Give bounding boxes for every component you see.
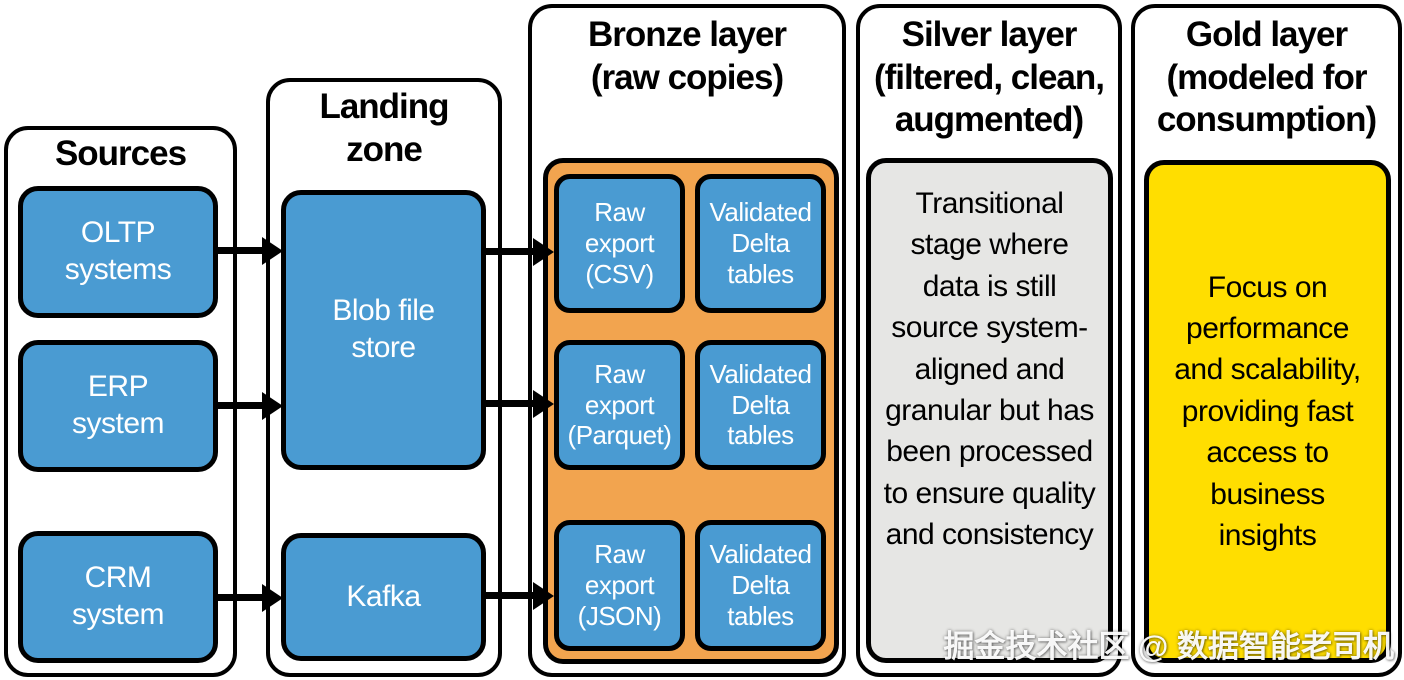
node-validated-delta-tables-3: Validated Delta tables: [695, 520, 826, 651]
bronze-subtitle-text: (raw copies): [590, 57, 784, 97]
arrow-blob-to-raw-parquet: [486, 400, 533, 407]
node-erp-system: ERP system: [18, 340, 218, 472]
node-validated-delta-tables-2: Validated Delta tables: [695, 340, 826, 470]
arrow-blob-to-raw-csv: [486, 248, 533, 255]
silver-layer-title: Silver layer(filtered, clean, augmented): [856, 14, 1122, 142]
gold-description-text: Focus on performance and scalability, pr…: [1174, 270, 1361, 552]
gold-subtitle-text: (modeled for consumption): [1156, 57, 1377, 140]
node-raw-export-parquet: Raw export (Parquet): [554, 340, 685, 470]
silver-subtitle-text: (filtered, clean, augmented): [873, 57, 1105, 140]
silver-title-text: Silver layer: [901, 15, 1078, 54]
node-kafka: Kafka: [281, 533, 486, 661]
bronze-title-text: Bronze layer: [587, 15, 787, 54]
node-validated-delta-tables-1: Validated Delta tables: [695, 174, 826, 313]
node-raw-export-csv: Raw export (CSV): [554, 174, 685, 313]
silver-description-box: Transitional stage where data is still s…: [866, 158, 1113, 663]
node-blob-file-store: Blob file store: [281, 190, 486, 470]
node-crm-system: CRM system: [18, 531, 218, 663]
bronze-layer-title: Bronze layer(raw copies): [528, 14, 846, 99]
node-oltp-systems: OLTP systems: [18, 186, 218, 318]
gold-description-box: Focus on performance and scalability, pr…: [1144, 160, 1391, 663]
arrow-erp-to-blob: [218, 402, 262, 409]
silver-description-text: Transitional stage where data is still s…: [883, 187, 1096, 552]
arrow-oltp-to-blob: [218, 247, 262, 254]
gold-title-text: Gold layer: [1185, 15, 1348, 54]
arrow-crm-to-kafka: [218, 594, 262, 601]
arrow-kafka-to-raw-json: [486, 592, 533, 599]
watermark-text: 掘金技术社区 @ 数据智能老司机: [943, 629, 1394, 664]
landing-zone-title: Landing zone: [319, 87, 449, 169]
sources-title: Sources: [54, 134, 187, 173]
gold-layer-title: Gold layer(modeled for consumption): [1131, 14, 1402, 142]
node-raw-export-json: Raw export (JSON): [554, 520, 685, 651]
